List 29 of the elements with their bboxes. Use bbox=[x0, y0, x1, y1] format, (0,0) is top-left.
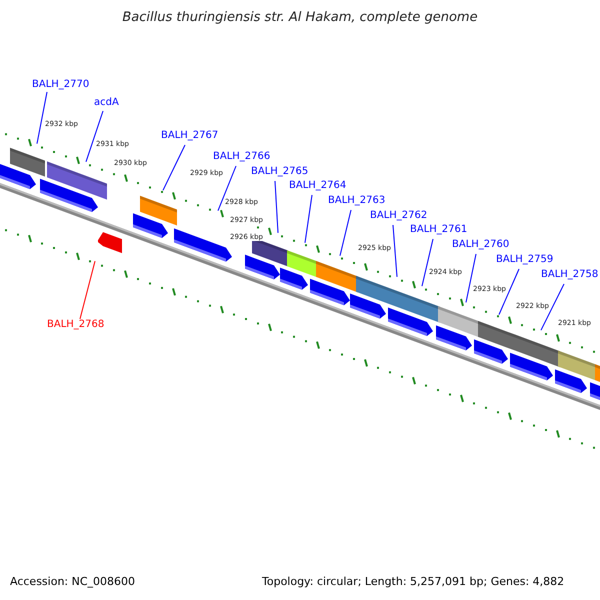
gene-label: BALH_2760 bbox=[452, 240, 510, 250]
gene-label: BALH_2759 bbox=[496, 255, 554, 265]
leader-line bbox=[498, 268, 520, 316]
gene-label: BALH_2763 bbox=[328, 196, 386, 206]
leader-line bbox=[392, 224, 398, 278]
gene-label: BALH_2761 bbox=[410, 225, 468, 235]
footer-text: Accession: NC_008600 bbox=[10, 576, 136, 587]
leader-line bbox=[36, 92, 48, 144]
gene-label: BALH_2764 bbox=[289, 181, 346, 191]
leader-line bbox=[422, 238, 434, 287]
gene-label: BALH_2758 bbox=[541, 270, 598, 280]
gene-label: BALH_2766 bbox=[213, 152, 270, 162]
leader-line bbox=[218, 166, 236, 212]
gene-label: BALH_2765 bbox=[251, 167, 308, 177]
leader-line bbox=[340, 210, 352, 256]
gene-label: acdA bbox=[94, 98, 119, 108]
leader-line bbox=[466, 254, 476, 303]
leader-line bbox=[162, 144, 186, 191]
gene-label: BALH_2770 bbox=[32, 80, 90, 90]
leader-line bbox=[80, 260, 96, 320]
leader-line bbox=[540, 284, 564, 331]
footer-text: Topology: circular; Length: 5,257,091 bp; Genes: 4,882 bbox=[262, 576, 564, 587]
gene-label: BALH_2767 bbox=[161, 131, 218, 141]
leader-line bbox=[86, 110, 104, 162]
title: Bacillus thuringiensis str. Al Hakam, complete genome bbox=[121, 11, 479, 24]
leader-line bbox=[274, 180, 278, 234]
gene-label: BALH_2768 bbox=[47, 320, 104, 330]
leader-line bbox=[304, 194, 312, 244]
gene-label: BALH_2762 bbox=[370, 211, 428, 221]
